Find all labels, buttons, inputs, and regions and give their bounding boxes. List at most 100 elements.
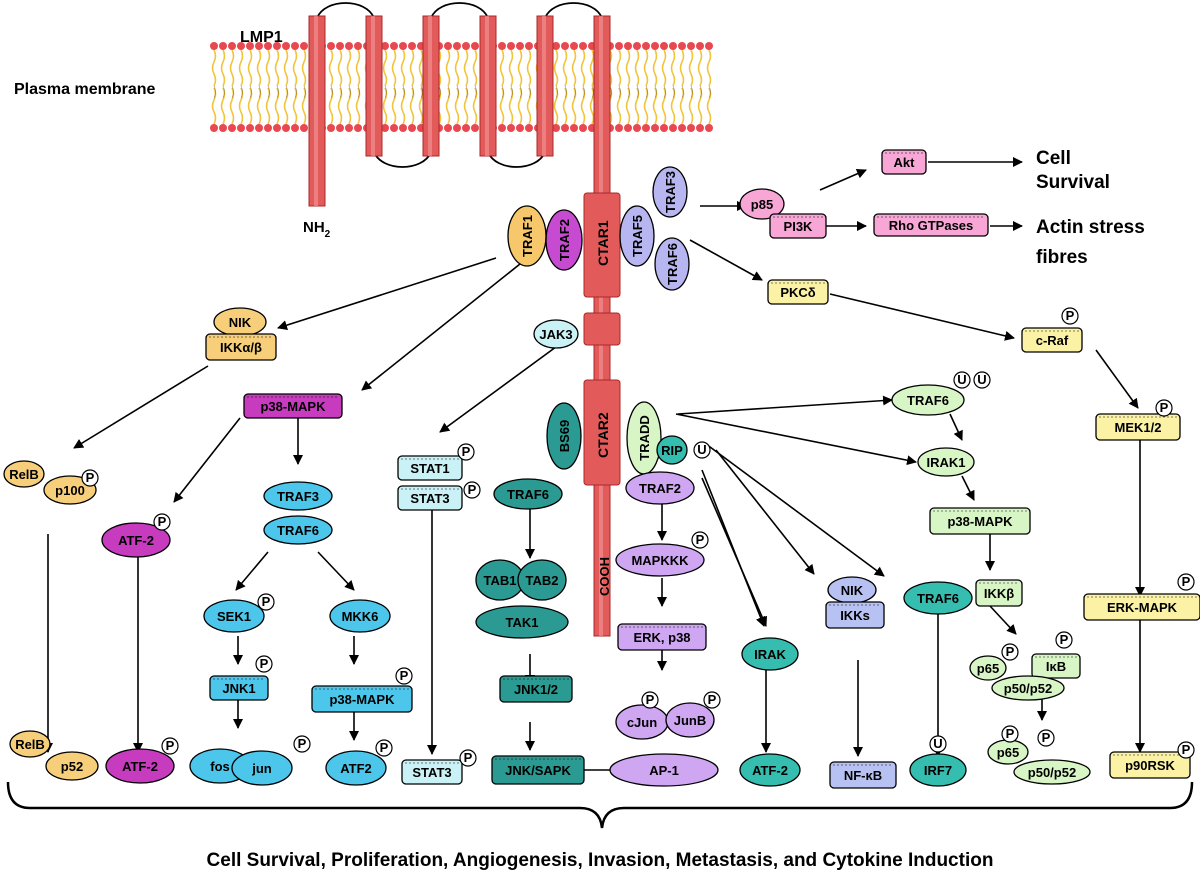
svg-text:TAK1: TAK1 xyxy=(506,615,539,630)
svg-text:p38-MAPK: p38-MAPK xyxy=(329,692,395,707)
phospho-badge: P xyxy=(459,749,477,767)
svg-text:ATF-2: ATF-2 xyxy=(122,759,158,774)
svg-text:TRAF6: TRAF6 xyxy=(507,487,549,502)
c-terminus-label: COOH xyxy=(597,557,612,596)
node-tab1: TAB1 xyxy=(475,559,525,601)
svg-text:RIP: RIP xyxy=(661,443,683,458)
svg-text:P: P xyxy=(1060,632,1069,647)
lmp1-label: LMP1 xyxy=(240,29,283,46)
phospho-badge: P xyxy=(161,737,179,755)
svg-text:TRAF1: TRAF1 xyxy=(520,215,535,257)
ctar2-label: CTAR2 xyxy=(595,412,611,458)
node-erkp38: ERK, p38 xyxy=(617,623,707,651)
phospho-badge: P xyxy=(1155,399,1173,417)
phospho-badge: P xyxy=(457,443,475,461)
node-cjun: cJun xyxy=(615,704,669,740)
node-traf3_top: TRAF3 xyxy=(652,166,688,218)
arrow xyxy=(689,239,763,281)
ubiquitin-badge: U xyxy=(929,735,947,753)
arrow xyxy=(361,263,521,391)
node-ikkb: IKKβ xyxy=(975,579,1023,607)
footer-outcome: Cell Survival, Proliferation, Angiogenes… xyxy=(207,850,994,871)
svg-text:PKCδ: PKCδ xyxy=(780,285,815,300)
svg-text:p52: p52 xyxy=(61,759,83,774)
svg-text:cJun: cJun xyxy=(627,715,657,730)
node-jnksapk: JNK/SAPK xyxy=(491,755,585,785)
arrow xyxy=(677,395,893,415)
arrow xyxy=(705,443,885,577)
svg-text:TRADD: TRADD xyxy=(637,415,652,461)
svg-text:MAPKKK: MAPKKK xyxy=(631,553,689,568)
svg-text:ERK-MAPK: ERK-MAPK xyxy=(1107,600,1178,615)
svg-text:p50/p52: p50/p52 xyxy=(1028,765,1076,780)
svg-text:U: U xyxy=(957,372,966,387)
node-irf7: IRF7 xyxy=(909,753,967,787)
arrow xyxy=(961,475,975,501)
svg-text:IRAK: IRAK xyxy=(754,647,786,662)
node-p100: p100 xyxy=(43,475,97,505)
node-traf6_mid: TRAF6 xyxy=(263,515,333,545)
node-nik_left: NIK xyxy=(213,307,267,337)
svg-text:P: P xyxy=(158,514,167,529)
arrow xyxy=(819,169,867,191)
node-p50p52_bot: p50/p52 xyxy=(1013,759,1091,785)
svg-text:MEK1/2: MEK1/2 xyxy=(1115,420,1162,435)
node-mapkkk: MAPKKK xyxy=(615,543,705,577)
svg-text:IKKα/β: IKKα/β xyxy=(220,340,262,355)
svg-text:P: P xyxy=(1006,726,1015,741)
svg-text:TRAF5: TRAF5 xyxy=(630,215,645,257)
phospho-badge: P xyxy=(703,691,721,709)
svg-text:P: P xyxy=(260,656,269,671)
phospho-badge: P xyxy=(1061,307,1079,325)
node-bs69: BS69 xyxy=(546,402,582,470)
svg-text:P: P xyxy=(262,594,271,609)
node-junb: JunB xyxy=(665,702,715,738)
svg-text:P: P xyxy=(696,532,705,547)
svg-text:P: P xyxy=(464,750,473,765)
node-jnk12: JNK1/2 xyxy=(499,675,573,703)
plasma-membrane xyxy=(210,42,713,132)
phospho-badge: P xyxy=(1177,573,1195,591)
node-jnk1: JNK1 xyxy=(209,675,269,701)
arrow xyxy=(675,413,917,466)
svg-text:p65: p65 xyxy=(997,745,1019,760)
node-traf6_bs: TRAF6 xyxy=(493,478,563,510)
arrow xyxy=(701,469,766,627)
ctar1-label: CTAR1 xyxy=(595,220,611,266)
phospho-badge: P xyxy=(81,469,99,487)
phospho-badge: P xyxy=(1037,729,1055,747)
svg-text:P: P xyxy=(1066,308,1075,323)
node-relb_bot: RelB xyxy=(9,730,51,758)
arrow xyxy=(173,417,241,503)
node-p38_left: p38-MAPK xyxy=(243,393,343,419)
svg-text:JNK/SAPK: JNK/SAPK xyxy=(505,763,571,778)
ubiquitin-badge: U xyxy=(973,371,991,389)
arrow xyxy=(829,293,1015,341)
node-mek: MEK1/2 xyxy=(1095,413,1181,441)
node-nfkb: NF-κB xyxy=(829,761,897,789)
phospho-badge: P xyxy=(153,513,171,531)
svg-text:p65: p65 xyxy=(977,661,999,676)
node-traf1: TRAF1 xyxy=(507,205,547,267)
svg-text:P: P xyxy=(86,470,95,485)
arrow xyxy=(989,605,1017,635)
svg-text:P: P xyxy=(462,444,471,459)
node-ikb: IκB xyxy=(1031,653,1081,679)
node-stat3: STAT3 xyxy=(397,485,463,511)
node-mkk6: MKK6 xyxy=(329,599,391,633)
signaling-arrows xyxy=(43,157,1145,775)
svg-text:P: P xyxy=(468,482,477,497)
node-p52: p52 xyxy=(45,751,99,781)
svg-text:AP-1: AP-1 xyxy=(649,763,679,778)
node-stat1: STAT1 xyxy=(397,455,463,481)
arrow xyxy=(277,257,497,331)
svg-text:P: P xyxy=(646,692,655,707)
phospho-badge: P xyxy=(1001,643,1019,661)
arrow xyxy=(317,551,355,591)
svg-text:MKK6: MKK6 xyxy=(342,609,379,624)
node-sek1: SEK1 xyxy=(203,599,265,633)
